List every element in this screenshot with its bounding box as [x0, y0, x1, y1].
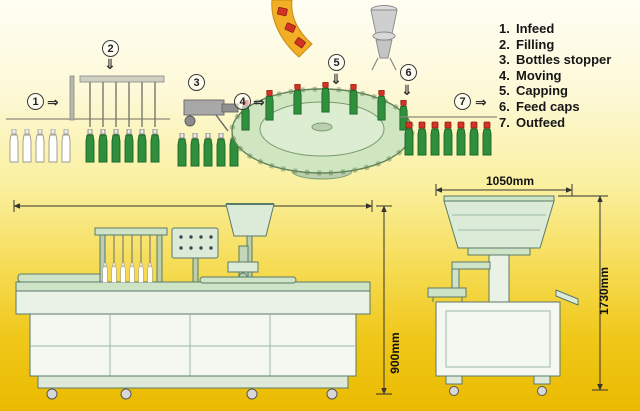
legend-number: 1.	[499, 21, 510, 36]
step-number: 3	[193, 76, 200, 89]
legend-item-infeed: 1. Infeed	[499, 21, 611, 37]
arrow-right-icon: ⇒	[475, 95, 487, 111]
step-marker-6: 6	[400, 64, 417, 81]
legend-item-capping: 5. Capping	[499, 83, 611, 99]
step-marker-5: 5	[328, 54, 345, 71]
legend: 1. Infeed 2. Filling 3. Bottles stopper 4. M…	[499, 21, 611, 130]
legend-item-moving: 4. Moving	[499, 68, 611, 84]
outfeed-conveyor	[400, 116, 497, 156]
legend-number: 4.	[499, 67, 510, 83]
step-number: 1	[32, 95, 39, 108]
legend-number: 3.	[499, 52, 510, 68]
machine-side-view	[13, 200, 392, 400]
legend-item-filling: 2. Filling	[499, 37, 611, 53]
legend-number: 2.	[499, 36, 510, 52]
legend-label: Outfeed	[516, 114, 566, 130]
step-number: 5	[333, 56, 340, 69]
legend-label: Bottles stopper	[516, 52, 612, 68]
step-number: 4	[239, 95, 246, 108]
legend-label: Filling	[516, 36, 555, 52]
arrow-down-icon: ⇓	[401, 83, 413, 99]
caps-chute	[271, 0, 313, 58]
legend-label: Feed caps	[516, 98, 580, 114]
step-marker-4: 4	[234, 93, 251, 110]
step-marker-2: 2	[102, 40, 119, 57]
step-marker-1: 1	[27, 93, 44, 110]
legend-item-feed-caps: 6. Feed caps	[499, 99, 611, 115]
dimension-feeder-width: 1050mm	[485, 174, 535, 188]
arrow-right-icon: ⇒	[47, 95, 59, 111]
legend-item-outfeed: 7. Outfeed	[499, 115, 611, 131]
legend-number: 5.	[499, 83, 510, 99]
cap-feeder-side-view	[427, 184, 608, 396]
step-marker-7: 7	[454, 93, 471, 110]
step-number: 6	[405, 66, 412, 79]
legend-label: Moving	[516, 67, 562, 83]
step-number: 7	[459, 95, 466, 108]
step-marker-3: 3	[188, 74, 205, 91]
step-number: 2	[107, 42, 114, 55]
bottle-stopper-unit	[177, 99, 239, 167]
legend-number: 6.	[499, 98, 510, 114]
arrow-down-icon: ⇓	[104, 57, 116, 73]
filling-station	[69, 75, 165, 163]
caps-feeder-unit	[370, 5, 398, 71]
arrow-down-icon: ⇓	[330, 72, 342, 88]
legend-label: Infeed	[516, 21, 555, 36]
legend-label: Capping	[516, 83, 568, 99]
dimension-feeder-height: 1730mm	[597, 266, 611, 316]
legend-number: 7.	[499, 114, 510, 130]
arrow-right-icon: ⇒	[253, 95, 265, 111]
dimension-machine-height: 900mm	[388, 332, 402, 374]
legend-item-bottles-stopper: 3. Bottles stopper	[499, 52, 611, 68]
